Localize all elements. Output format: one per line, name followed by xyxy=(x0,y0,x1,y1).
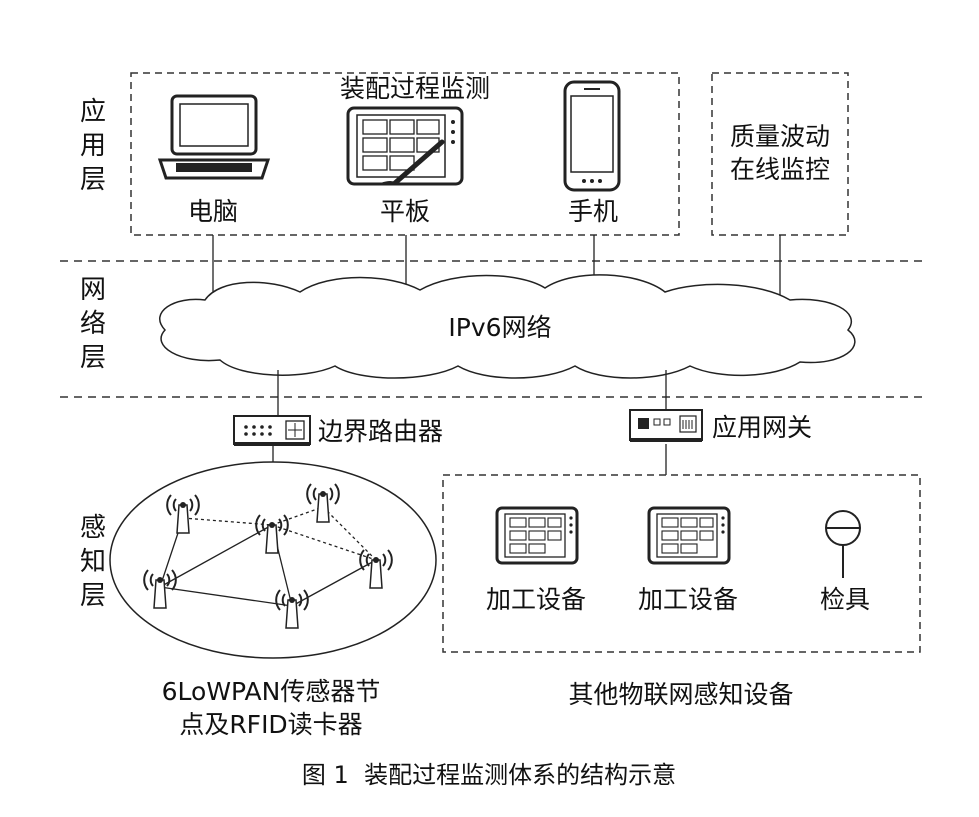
border-router-icon xyxy=(233,415,311,446)
gateway-icon xyxy=(629,409,703,442)
quality-box xyxy=(711,72,849,236)
sensor-node-2 xyxy=(255,514,289,554)
machine-icon-1 xyxy=(495,506,579,565)
equipment-label-2: 加工设备 xyxy=(638,585,738,614)
layer-label-perception: 感 知 层 xyxy=(80,513,106,611)
cloud-label: IPv6网络 xyxy=(448,313,551,342)
ipv6-cloud xyxy=(159,274,856,379)
laptop-icon xyxy=(157,94,271,180)
quality-line1: 质量波动 xyxy=(730,122,830,151)
layer-net-char: 层 xyxy=(80,343,106,373)
app-group-box xyxy=(130,72,680,236)
layer-label-application: 应 用 层 xyxy=(80,97,106,195)
device-label-phone: 手机 xyxy=(568,197,618,226)
sensor-node-4 xyxy=(359,549,393,589)
layer-per-char: 知 xyxy=(80,547,106,577)
layer-per-char: 感 xyxy=(80,513,106,543)
sensor-caption-line2: 点及RFID读卡器 xyxy=(179,710,362,739)
sensor-caption-line1: 6LoWPAN传感器节 xyxy=(162,677,381,706)
tablet-icon xyxy=(346,106,464,186)
device-label-computer: 电脑 xyxy=(188,197,238,226)
layer-net-char: 络 xyxy=(80,309,106,339)
sensor-network-ellipse xyxy=(109,461,437,659)
layer-label-network: 网 络 层 xyxy=(80,275,106,373)
sensor-node-1 xyxy=(166,494,200,534)
gateway-label: 应用网关 xyxy=(712,413,812,442)
sensor-node-6 xyxy=(275,589,309,629)
iot-equipment-box xyxy=(442,474,921,653)
device-label-tablet: 平板 xyxy=(380,197,430,226)
layer-per-char: 层 xyxy=(80,581,106,611)
gauge-icon xyxy=(825,510,861,578)
figure-caption: 图 1 装配过程监测体系的结构示意 xyxy=(302,761,676,789)
border-router-label: 边界路由器 xyxy=(318,417,443,446)
equipment-label-1: 加工设备 xyxy=(486,585,586,614)
phone-icon xyxy=(563,80,621,192)
machine-icon-2 xyxy=(647,506,731,565)
layer-net-char: 网 xyxy=(80,275,106,305)
iot-caption: 其他物联网感知设备 xyxy=(568,680,793,709)
quality-line2: 在线监控 xyxy=(730,155,830,184)
sensor-node-5 xyxy=(143,569,177,609)
layer-app-char: 层 xyxy=(80,165,106,195)
sensor-node-3 xyxy=(306,483,340,523)
layer-app-char: 用 xyxy=(80,131,106,161)
app-group-title: 装配过程监测 xyxy=(340,74,490,103)
layer-app-char: 应 xyxy=(80,97,106,127)
equipment-label-3: 检具 xyxy=(820,585,870,614)
